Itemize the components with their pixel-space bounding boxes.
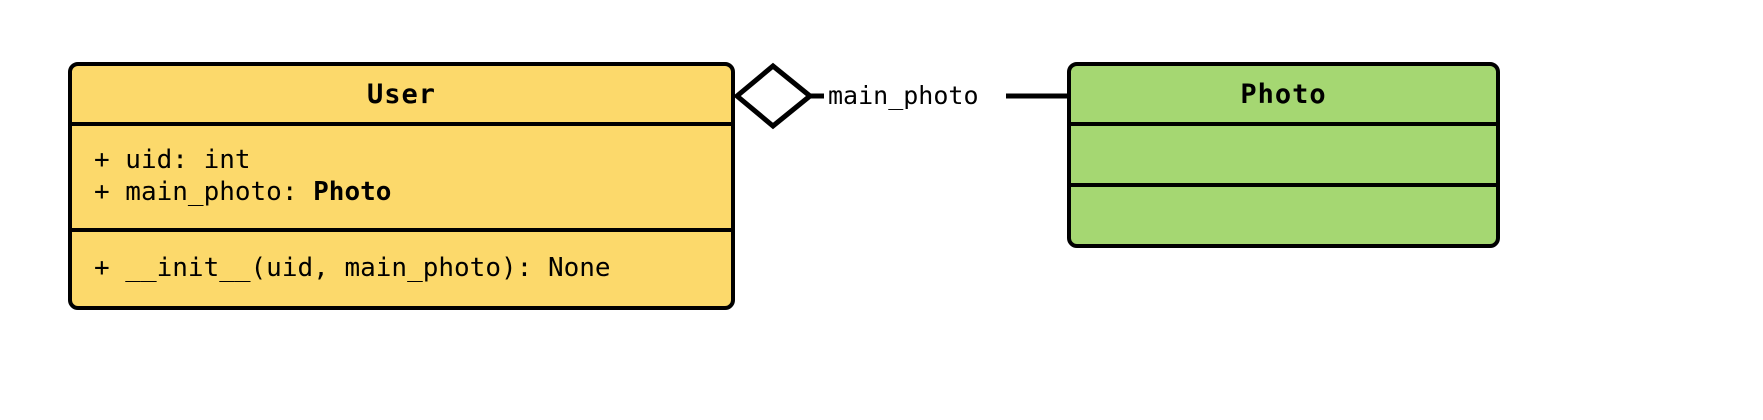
uml-class-user[interactable]: User + uid: int + main_photo: Photo + __… <box>68 62 735 310</box>
class-user-attributes: + uid: int + main_photo: Photo <box>72 122 731 228</box>
uml-class-photo[interactable]: Photo <box>1067 62 1500 248</box>
attribute-main-photo: + main_photo: Photo <box>94 177 731 209</box>
aggregation-diamond-icon <box>733 62 814 130</box>
class-photo-title: Photo <box>1240 78 1327 110</box>
association-label-main-photo: main_photo <box>824 79 983 113</box>
class-photo-attributes <box>1071 122 1496 183</box>
class-user-methods: + __init__(uid, main_photo): None <box>72 228 731 306</box>
attribute-main-photo-prefix: + main_photo: <box>94 177 314 207</box>
class-photo-methods <box>1071 183 1496 244</box>
class-user-title: User <box>366 78 437 110</box>
method-init: + __init__(uid, main_photo): None <box>94 253 611 284</box>
attribute-main-photo-type: Photo <box>313 177 392 207</box>
attribute-uid: + uid: int <box>94 145 251 176</box>
